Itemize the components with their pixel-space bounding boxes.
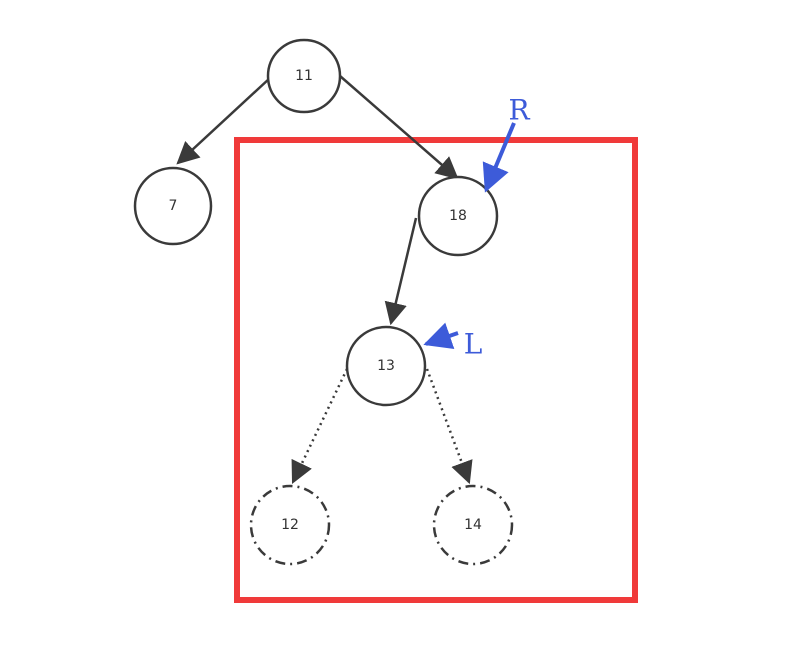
node-7: 7 [133, 166, 213, 246]
node-13: 13 [345, 325, 427, 407]
node-12-label: 12 [281, 517, 299, 533]
l-arrow-icon [423, 322, 459, 350]
node-14-label: 14 [464, 517, 482, 533]
edge-11-18 [339, 75, 459, 180]
node-11: 11 [266, 38, 342, 114]
r-arrow-icon [482, 122, 516, 193]
r-label: R [508, 94, 530, 127]
edge-18-13 [384, 217, 418, 326]
edge-11-7 [176, 77, 271, 165]
node-18-label: 18 [449, 208, 467, 224]
node-11-label: 11 [295, 68, 313, 84]
node-13-label: 13 [377, 358, 395, 374]
highlight-box [234, 137, 638, 603]
node-7-label: 7 [169, 198, 178, 214]
node-14: 14 [432, 484, 514, 566]
node-12: 12 [249, 484, 331, 566]
edge-13-14 [425, 368, 473, 485]
l-label: L [464, 328, 483, 361]
node-18: 18 [417, 175, 499, 257]
edge-13-12 [291, 368, 349, 485]
